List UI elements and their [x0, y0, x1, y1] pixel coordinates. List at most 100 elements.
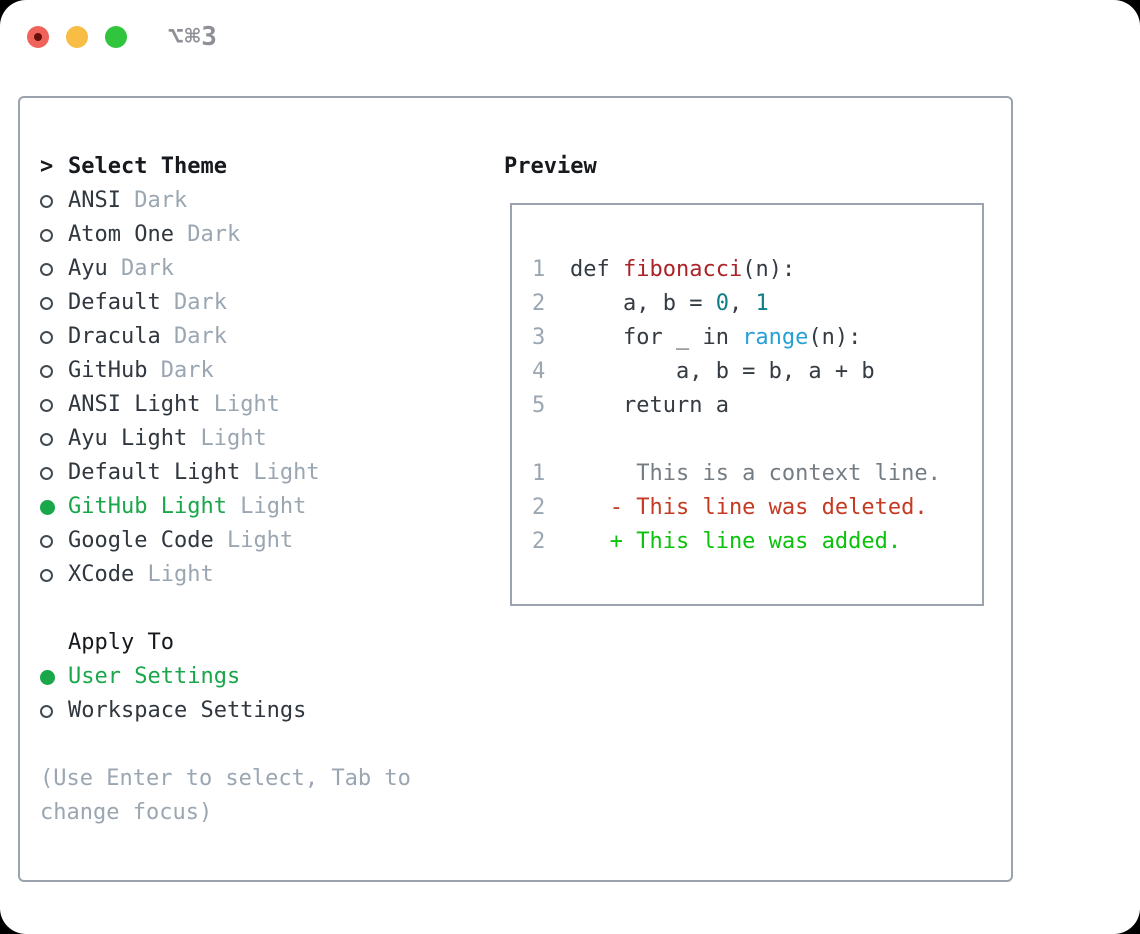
- option-label: Google Code: [68, 528, 214, 553]
- option-label: GitHub: [68, 358, 148, 383]
- option-label: Default: [68, 290, 161, 315]
- apply-to-header: Apply To: [40, 626, 411, 660]
- select-theme-header: > Select Theme: [40, 150, 411, 184]
- radio-unselected-icon[interactable]: [40, 286, 68, 320]
- preview-title: Preview: [504, 154, 597, 179]
- line-number: 1: [532, 461, 546, 486]
- code-segment-fg: a, b =: [570, 291, 716, 316]
- theme-option-default[interactable]: Default Dark: [40, 286, 411, 320]
- option-label: XCode: [68, 562, 135, 587]
- theme-option-xcode[interactable]: XCode Light: [40, 558, 411, 592]
- theme-option-ayu[interactable]: Ayu Dark: [40, 252, 411, 286]
- theme-variant-label: Dark: [107, 256, 174, 281]
- code-segment-fg: a, b = b, a + b: [570, 359, 875, 384]
- option-label: Ayu: [68, 256, 108, 281]
- theme-option-ansi[interactable]: ANSI Dark: [40, 184, 411, 218]
- radio-unselected-icon[interactable]: [40, 354, 68, 388]
- apply-option-workspace-settings[interactable]: Workspace Settings: [40, 694, 411, 728]
- theme-variant-label: Light: [240, 460, 320, 485]
- code-segment-func: fibonacci: [622, 257, 743, 282]
- theme-option-atom-one[interactable]: Atom One Dark: [40, 218, 411, 252]
- theme-variant-label: Light: [213, 528, 294, 553]
- radio-unselected-icon[interactable]: [40, 218, 68, 252]
- select-theme-title: Select Theme: [68, 154, 227, 179]
- code-segment-deleted: - This line was deleted.: [570, 495, 928, 520]
- code-segment-number: 1: [755, 291, 769, 316]
- radio-circle: [40, 499, 55, 515]
- close-button[interactable]: [27, 26, 49, 48]
- code-segment-fg: return a: [570, 393, 729, 418]
- preview-code-line: 4 a, b = b, a + b: [532, 355, 982, 389]
- radio-unselected-icon[interactable]: [40, 252, 68, 286]
- option-label: Ayu Light: [68, 426, 188, 451]
- hint-line-1: (Use Enter to select, Tab to: [40, 766, 411, 791]
- preview-code-line: 2 + This line was added.: [532, 525, 982, 559]
- radio-selected-icon[interactable]: [40, 660, 68, 694]
- theme-option-default-light[interactable]: Default Light Light: [40, 456, 411, 490]
- radio-selected-icon[interactable]: [40, 490, 68, 524]
- theme-option-github-light[interactable]: GitHub Light Light: [40, 490, 411, 524]
- radio-circle: [40, 568, 53, 582]
- theme-option-ayu-light[interactable]: Ayu Light Light: [40, 422, 411, 456]
- preview-code-line: 2 - This line was deleted.: [532, 491, 982, 525]
- radio-unselected-icon[interactable]: [40, 320, 68, 354]
- radio-circle: [40, 398, 53, 412]
- option-label: Atom One: [68, 222, 174, 247]
- radio-circle: [40, 330, 53, 344]
- radio-circle: [40, 364, 53, 378]
- code-segment-number: 0: [715, 291, 729, 316]
- theme-variant-label: Light: [134, 562, 214, 587]
- window-title: ⌥⌘3: [168, 22, 218, 52]
- theme-variant-label: Dark: [160, 290, 227, 315]
- radio-circle: [40, 194, 53, 208]
- line-number: 2: [532, 495, 546, 520]
- minimize-button[interactable]: [66, 26, 88, 48]
- preview-code-line: 5 return a: [532, 389, 982, 423]
- theme-option-google-code[interactable]: Google Code Light: [40, 524, 411, 558]
- code-segment-fg: for _ in: [570, 325, 743, 350]
- radio-circle: [40, 704, 53, 718]
- hint-line-2: change focus): [40, 800, 213, 825]
- title-bar: ⌥⌘3: [0, 0, 1140, 70]
- code-segment-fg: def: [570, 257, 623, 282]
- radio-unselected-icon[interactable]: [40, 558, 68, 592]
- theme-variant-label: Dark: [160, 324, 227, 349]
- zoom-button[interactable]: [105, 26, 127, 48]
- code-segment-added: + This line was added.: [570, 529, 902, 554]
- option-label: ANSI: [68, 188, 121, 213]
- radio-unselected-icon[interactable]: [40, 184, 68, 218]
- apply-option-user-settings[interactable]: User Settings: [40, 660, 411, 694]
- radio-unselected-icon[interactable]: [40, 388, 68, 422]
- line-number: 2: [532, 529, 546, 554]
- line-number: 1: [532, 257, 546, 282]
- radio-unselected-icon[interactable]: [40, 456, 68, 490]
- spacer: [40, 728, 411, 762]
- theme-option-github[interactable]: GitHub Dark: [40, 354, 411, 388]
- line-number: 3: [532, 325, 546, 350]
- radio-unselected-icon[interactable]: [40, 524, 68, 558]
- radio-unselected-icon[interactable]: [40, 694, 68, 728]
- theme-variant-label: Dark: [120, 188, 188, 213]
- radio-circle: [40, 534, 53, 548]
- theme-option-ansi-light[interactable]: ANSI Light Light: [40, 388, 411, 422]
- apply-to-title: Apply To: [68, 630, 174, 655]
- preview-code-line: 3 for _ in range(n):: [532, 321, 982, 355]
- theme-variant-label: Dark: [173, 222, 241, 247]
- theme-option-dracula[interactable]: Dracula Dark: [40, 320, 411, 354]
- radio-circle: [40, 228, 53, 242]
- code-segment-fg: ,: [728, 291, 756, 316]
- line-number: 4: [532, 359, 546, 384]
- preview-code-line: 1 This is a context line.: [532, 457, 982, 491]
- option-label: GitHub Light: [68, 494, 227, 519]
- radio-unselected-icon[interactable]: [40, 422, 68, 456]
- apply-to-indent: [40, 626, 68, 660]
- code-segment-context: This is a context line.: [570, 461, 941, 486]
- code-segment-builtin: range: [742, 325, 809, 350]
- line-number: 5: [532, 393, 546, 418]
